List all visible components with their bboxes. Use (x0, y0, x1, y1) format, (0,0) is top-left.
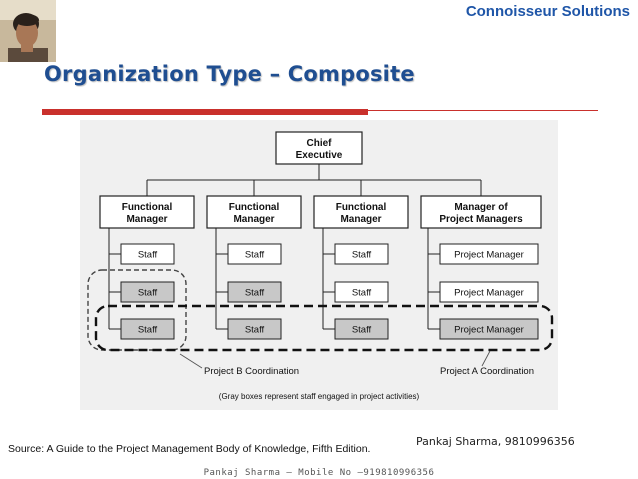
column-head-label-line-2: Manager (233, 214, 274, 225)
chief-executive-box (275, 131, 363, 165)
staff-box-label: Staff (138, 325, 158, 336)
presenter-photo (0, 0, 56, 62)
staff-box-label: Staff (245, 325, 265, 336)
project-a-coordination-label: Project A Coordination (440, 366, 534, 377)
column-head-box (313, 195, 409, 229)
staff-box-gray (227, 318, 282, 340)
project-b-callout-line (179, 353, 203, 369)
column-head-label-line-1: Functional (229, 202, 280, 213)
column-head-label-line-2: Manager (340, 214, 381, 225)
column-head-label-line-2: Project Managers (439, 214, 523, 225)
org-chart-svg: Chief Executive Functional Manager Staff… (87, 131, 554, 401)
chief-executive-label-line-2: Executive (296, 150, 343, 161)
project-b-coordination-outline (87, 269, 187, 351)
footer-mobile-text: Pankaj Sharma – Mobile No –919810996356 (203, 468, 435, 478)
chief-executive-label-line-1: Chief (307, 138, 333, 149)
staff-box (227, 243, 282, 265)
staff-box-label: Staff (245, 250, 265, 261)
column-head-box (420, 195, 542, 229)
presenter-portrait-image (0, 0, 56, 62)
staff-box (334, 243, 389, 265)
staff-box-gray (227, 281, 282, 303)
staff-box-label: Staff (138, 288, 158, 299)
staff-box-label: Staff (138, 250, 158, 261)
company-name: Connoisseur Solutions (465, 3, 630, 20)
column-head-label-line-2: Manager (126, 214, 167, 225)
staff-box-gray (334, 318, 389, 340)
staff-box (120, 243, 175, 265)
gray-box-legend-note: (Gray boxes represent staff engaged in p… (219, 392, 420, 401)
staff-box-gray (120, 281, 175, 303)
slide-title: Organization Type – Composite (44, 62, 415, 86)
staff-box-gray (120, 318, 175, 340)
project-a-coordination-outline (94, 304, 554, 352)
source-citation: Source: A Guide to the Project Managemen… (8, 443, 371, 455)
project-a-callout-line (481, 350, 491, 367)
column-head-box (99, 195, 195, 229)
project-manager-box-label: Project Manager (454, 325, 524, 336)
contact-info: Pankaj Sharma, 9810996356 (416, 435, 575, 448)
title-underline-thin (368, 110, 598, 111)
staff-box-label: Staff (352, 288, 372, 299)
project-b-coordination-label: Project B Coordination (204, 366, 299, 377)
staff-box-label: Staff (245, 288, 265, 299)
staff-box-label: Staff (352, 325, 372, 336)
project-manager-box (439, 281, 539, 303)
project-manager-box-label: Project Manager (454, 250, 524, 261)
staff-box-label: Staff (352, 250, 372, 261)
title-underline-bar (42, 109, 368, 115)
project-manager-box (439, 243, 539, 265)
column-head-box (206, 195, 302, 229)
project-manager-box-label: Project Manager (454, 288, 524, 299)
org-chart-diagram: Chief Executive Functional Manager Staff… (80, 120, 558, 410)
column-head-label-line-1: Functional (122, 202, 173, 213)
column-head-label-line-1: Manager of (454, 202, 508, 213)
project-manager-box-gray (439, 318, 539, 340)
staff-box (334, 281, 389, 303)
column-head-label-line-1: Functional (336, 202, 387, 213)
